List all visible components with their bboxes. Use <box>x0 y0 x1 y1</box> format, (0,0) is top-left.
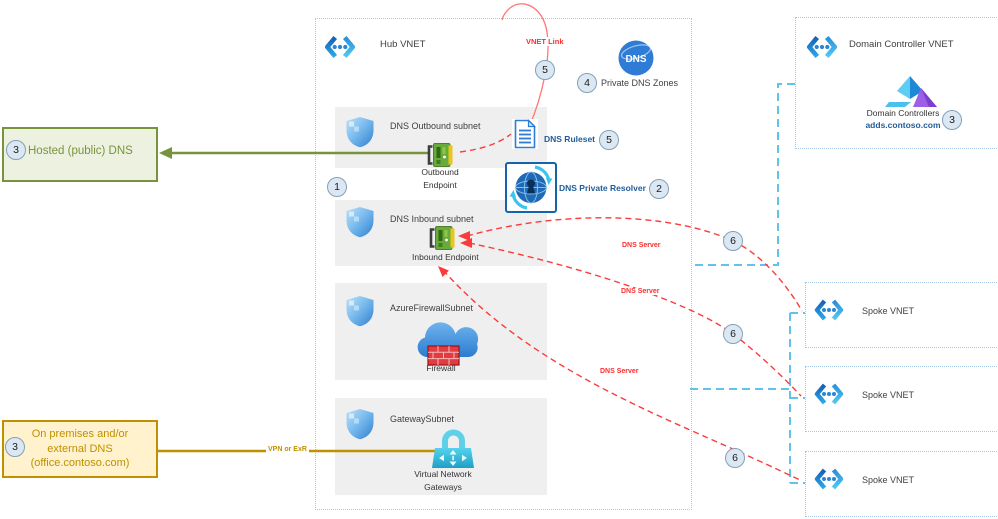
step-3-hosted-badge: 3 <box>6 140 26 160</box>
vnet-link-label: VNET Link <box>524 37 566 46</box>
inbound-subnet-title: DNS Inbound subnet <box>390 214 474 224</box>
spoke2-label: Spoke VNET <box>862 390 915 400</box>
outbound-subnet-title: DNS Outbound subnet <box>390 121 481 131</box>
step-6-badge-1: 6 <box>723 231 743 251</box>
outbound-endpoint-label-2: Endpoint <box>423 180 457 190</box>
hub-vnet-title: Hub VNET <box>380 39 426 50</box>
dc-vnet-title: Domain Controller VNET <box>849 39 954 50</box>
step-5-link-badge: 5 <box>535 60 555 80</box>
dns-server-label-2: DNS Server <box>619 288 662 295</box>
step-1-badge: 1 <box>327 177 347 197</box>
domain-controllers-label: Domain Controllers <box>866 108 940 118</box>
dns-private-resolver-label: DNS Private Resolver <box>559 183 646 193</box>
step-6-badge-3: 6 <box>725 448 745 468</box>
onprem-dns-line3: (office.contoso.com) <box>30 457 130 470</box>
onprem-dns-box: On premises and/or external DNS (office.… <box>2 420 158 478</box>
gateway-subnet-title: GatewaySubnet <box>390 414 455 424</box>
domain-controllers-domain: adds.contoso.com <box>865 120 941 130</box>
hosted-public-dns-box <box>2 127 158 182</box>
vng-label-1: Virtual Network <box>414 469 472 479</box>
step-4-badge: 4 <box>577 73 597 93</box>
firewall-label: Firewall <box>426 363 456 373</box>
private-dns-zones-label: Private DNS Zones <box>601 78 679 88</box>
peering-dc-to-hub <box>691 83 795 266</box>
inbound-endpoint-label: Inbound Endpoint <box>412 252 479 262</box>
step-3-onprem-badge: 3 <box>5 437 25 457</box>
vnet-peering-lines <box>690 83 805 484</box>
spoke1-label: Spoke VNET <box>862 306 915 316</box>
hosted-public-dns-label: Hosted (public) DNS <box>28 145 133 157</box>
dns-server-label-3: DNS Server <box>598 368 641 375</box>
onprem-dns-line1: On premises and/or <box>31 428 129 441</box>
step-6-badge-2: 6 <box>723 324 743 344</box>
onprem-dns-line2: external DNS <box>47 442 113 455</box>
dns-outbound-subnet-box <box>335 107 547 168</box>
dns-server-label-1: DNS Server <box>620 242 663 249</box>
step-2-badge: 2 <box>649 179 669 199</box>
spoke3-label: Spoke VNET <box>862 475 915 485</box>
dns-ruleset-label: DNS Ruleset <box>544 134 596 144</box>
step-5-ruleset-badge: 5 <box>599 130 619 150</box>
vpn-exr-label: VPN or ExR <box>266 446 309 453</box>
firewall-subnet-title: AzureFirewallSubnet <box>390 303 474 313</box>
vng-label-2: Gateways <box>424 482 462 492</box>
gateway-subnet-box <box>335 398 547 495</box>
step-3-dc-badge: 3 <box>942 110 962 130</box>
outbound-endpoint-label-1: Outbound <box>421 167 459 177</box>
